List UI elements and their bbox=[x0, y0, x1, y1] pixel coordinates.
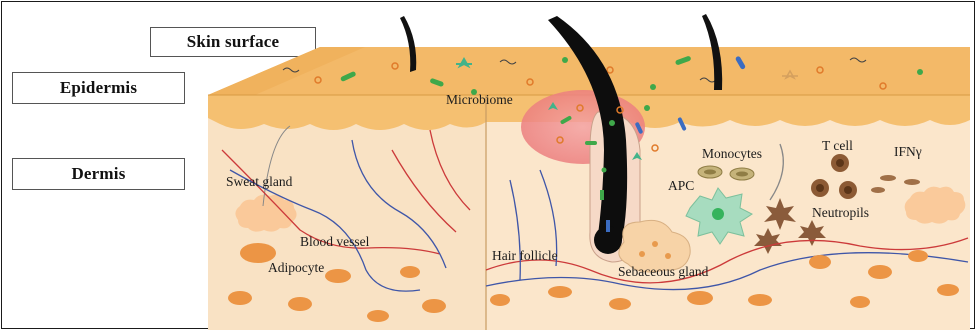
t-cell-label: T cell bbox=[822, 138, 853, 153]
monocytes-label: Monocytes bbox=[702, 146, 762, 161]
blood-vessel-label: Blood vessel bbox=[300, 234, 370, 249]
microbiome-label: Microbiome bbox=[446, 92, 513, 107]
ifn-label: IFNγ bbox=[894, 144, 922, 159]
sweat-gland-label: Sweat gland bbox=[226, 174, 293, 189]
sebaceous-gland-label: Sebaceous gland bbox=[618, 264, 709, 279]
epidermis-band-front bbox=[208, 95, 486, 130]
adipocyte-label: Adipocyte bbox=[268, 260, 324, 275]
hair-follicle-label: Hair follicle bbox=[492, 248, 558, 263]
neutrophils-label: Neutropils bbox=[812, 205, 869, 220]
apc-label: APC bbox=[668, 178, 694, 193]
